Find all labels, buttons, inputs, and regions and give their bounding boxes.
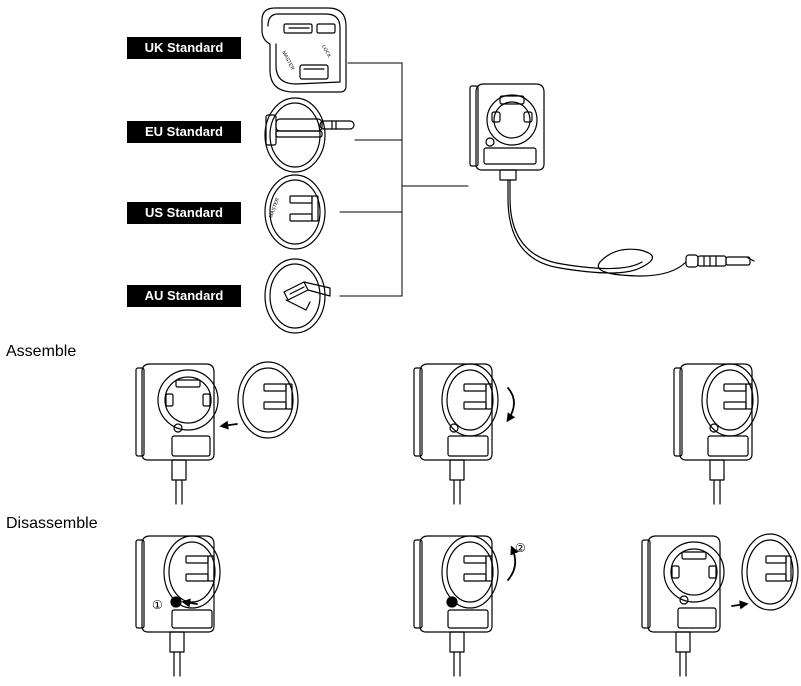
uk-plug-icon: MASTER LOCK — [261, 7, 347, 93]
disassemble-step-1-icon: ① — [135, 535, 221, 677]
uk-standard-label: UK Standard — [127, 37, 241, 59]
disassemble-step-2-icon: ② — [413, 535, 526, 677]
assemble-step-1-icon — [135, 361, 299, 505]
adapter-with-cable-icon — [469, 83, 755, 277]
assemble-step-2-icon — [413, 363, 516, 505]
eu-plug-icon — [264, 97, 355, 173]
svg-text:MASTER: MASTER — [280, 50, 295, 72]
disassemble-step-3-icon — [641, 533, 799, 677]
au-standard-label: AU Standard — [127, 285, 241, 307]
assemble-heading: Assemble — [6, 343, 77, 360]
disassemble-heading: Disassemble — [6, 515, 98, 532]
au-plug-icon — [264, 258, 331, 334]
us-standard-label: US Standard — [127, 202, 241, 224]
assemble-step-3-icon — [673, 363, 759, 505]
step-marker-1: ① — [152, 598, 163, 612]
us-plug-icon: MASTER — [264, 174, 326, 250]
svg-text:LOCK: LOCK — [320, 44, 332, 59]
connector-lines — [339, 62, 469, 297]
eu-standard-label: EU Standard — [127, 121, 241, 143]
step-marker-2: ② — [515, 541, 526, 555]
